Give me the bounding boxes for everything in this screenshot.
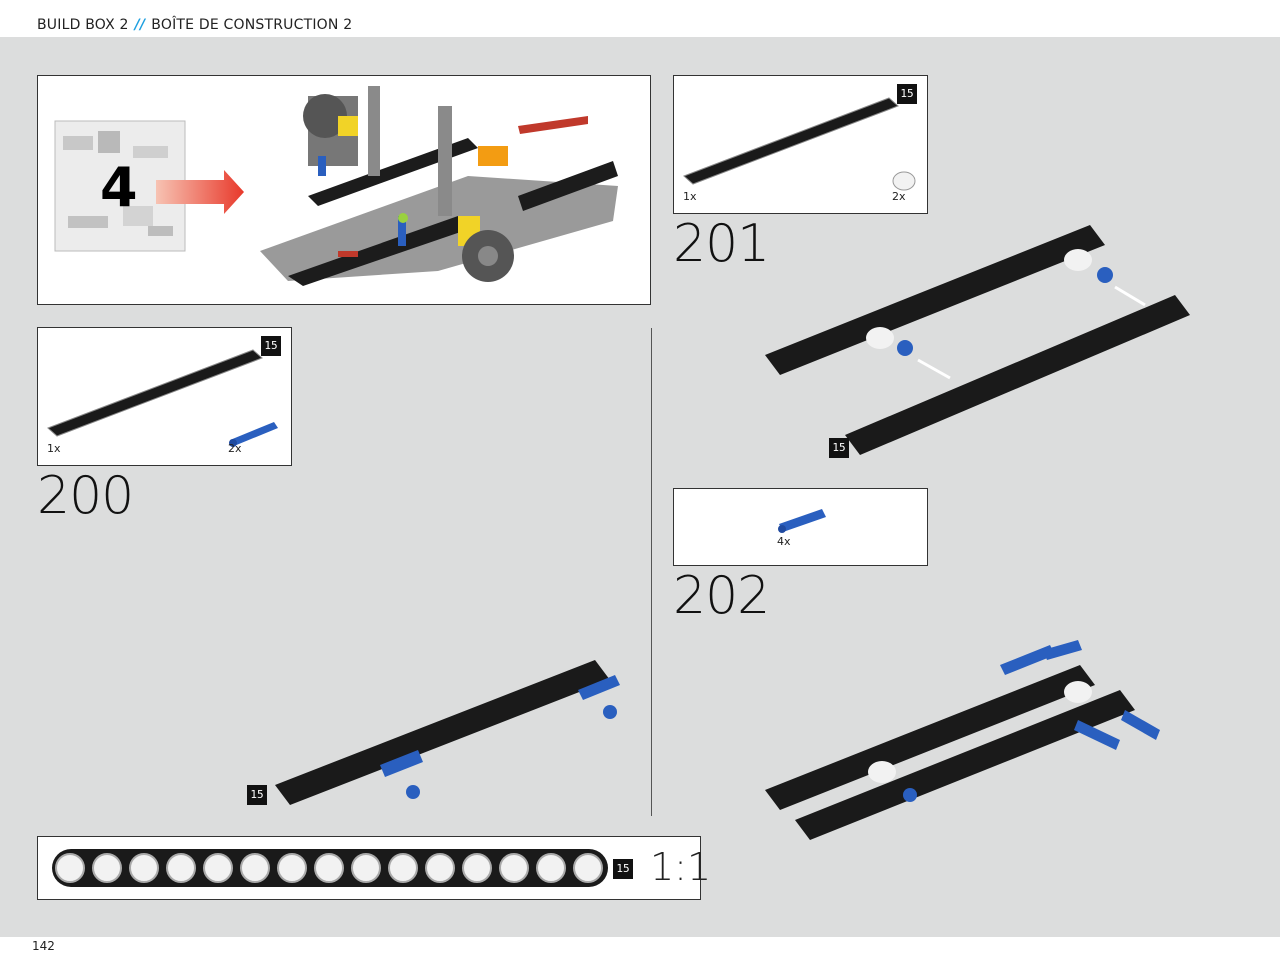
step-202-assembly [765, 640, 1160, 840]
step-200-parts-art [47, 349, 278, 447]
page-number: 142 [32, 939, 55, 953]
scale-label: 1:1 [650, 845, 712, 889]
bush-quantity: 2x [892, 190, 906, 203]
step-200-assembly [275, 660, 620, 805]
bag-callout-panel: 4 [37, 75, 651, 305]
blue-pin-icon [778, 509, 826, 533]
chassis-model-icon [260, 86, 618, 286]
scale-length-badge: 15 [613, 859, 633, 879]
step-201-parts-box: 15 1x 2x [673, 75, 928, 214]
header-title-fr: BOÎTE DE CONSTRUCTION 2 [151, 17, 353, 33]
beam-quantity: 1x [47, 442, 61, 455]
scale-bar-panel: 15 1:1 [37, 836, 711, 900]
page-header: BUILD BOX 2 // BOÎTE DE CONSTRUCTION 2 [0, 0, 1280, 37]
pin-quantity: 4x [777, 535, 791, 548]
header-title-en: BUILD BOX 2 [37, 17, 129, 33]
step-number-202: 202 [673, 566, 770, 626]
beam-15-scale-icon [52, 849, 608, 887]
step-number-201: 201 [673, 214, 770, 274]
beam-15-icon [47, 349, 263, 437]
header-separator: // [134, 17, 146, 33]
step-202-parts-box: 4x [673, 488, 928, 566]
part-length-badge: 15 [897, 84, 917, 104]
header-title: BUILD BOX 2 // BOÎTE DE CONSTRUCTION 2 [37, 17, 352, 33]
red-arrow-icon [156, 170, 244, 214]
column-divider [651, 328, 652, 816]
step-201-assembly [765, 225, 1190, 455]
beam-quantity: 1x [683, 190, 697, 203]
assembly-201-badge: 15 [829, 438, 849, 458]
step-201-parts-art [683, 97, 916, 191]
beam-15-icon [683, 97, 899, 185]
step-200-parts-box: 15 1x 2x [37, 327, 292, 466]
assembly-200-badge: 15 [247, 785, 267, 805]
blue-pin-icon [229, 422, 278, 447]
page-footer [0, 937, 1280, 974]
step-number-200: 200 [37, 466, 134, 526]
part-length-badge: 15 [261, 336, 281, 356]
pin-quantity: 2x [228, 442, 242, 455]
step-202-parts-art [778, 509, 826, 533]
bag-illustration [54, 86, 618, 286]
white-bush-icon [892, 171, 916, 191]
bag-number: 4 [100, 156, 138, 219]
